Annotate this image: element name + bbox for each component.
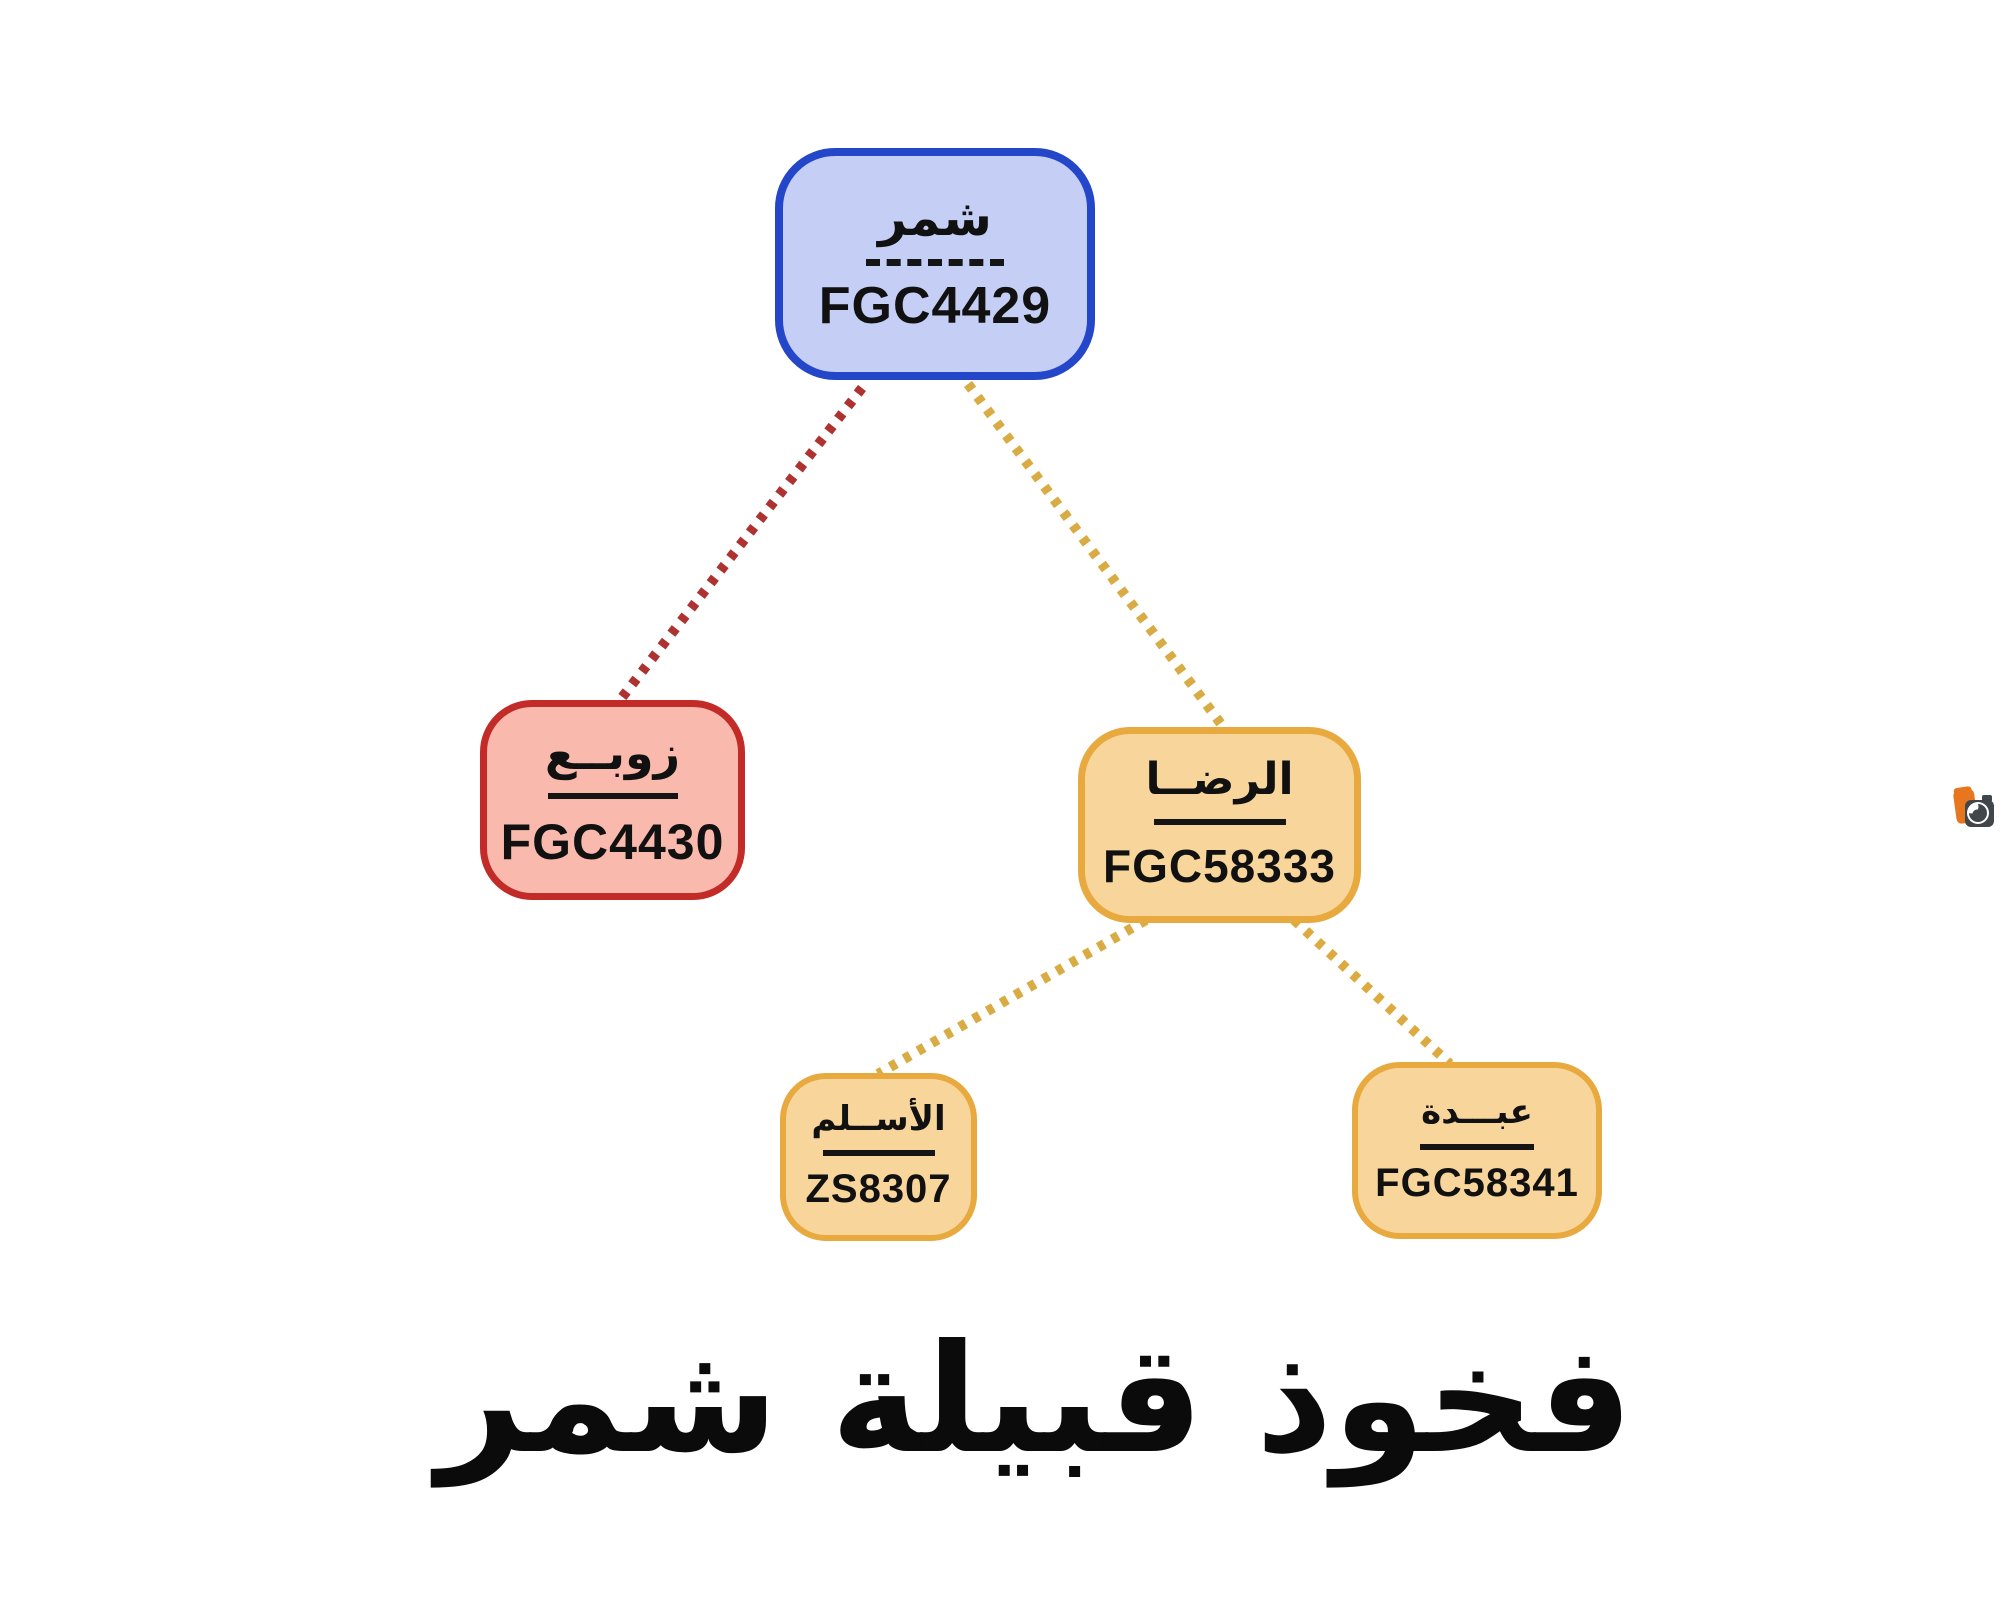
node-name-label: زوبــع [544,725,681,780]
camera-watermark-icon [1953,786,1994,827]
edge-alrudha-abdah [1290,916,1454,1068]
node-haplogroup-label: FGC4429 [818,276,1052,335]
node-name-label: عبـــدة [1421,1092,1533,1133]
page-title: فخوذ قبيلة شمر [436,1313,1634,1487]
node-name-label: الرضــا [1145,753,1294,805]
tree-node-alaslam: الأســلم ZS8307 [780,1073,977,1241]
edge-alrudha-alaslam [875,915,1149,1079]
node-haplogroup-label: FGC4430 [500,814,725,871]
node-divider [822,1150,935,1157]
node-haplogroup-label: FGC58333 [1103,840,1337,893]
node-divider [1153,819,1286,826]
node-name-label: الأســلم [811,1098,946,1139]
tree-node-abdah: عبـــدة FGC58341 [1352,1062,1602,1239]
node-haplogroup-label: FGC58341 [1375,1160,1579,1205]
tree-node-shammar: شمر FGC4429 [775,148,1095,380]
tree-node-zouba: زوبــع FGC4430 [480,700,745,900]
edge-shammar-zouba [616,384,866,704]
node-divider [866,258,1004,266]
node-divider [547,793,678,800]
tree-node-alrudha: الرضــا FGC58333 [1078,727,1361,923]
node-divider [1420,1143,1534,1150]
node-name-label: شمر [878,189,992,248]
node-haplogroup-label: ZS8307 [805,1167,952,1212]
edge-shammar-alrudha [963,381,1229,731]
